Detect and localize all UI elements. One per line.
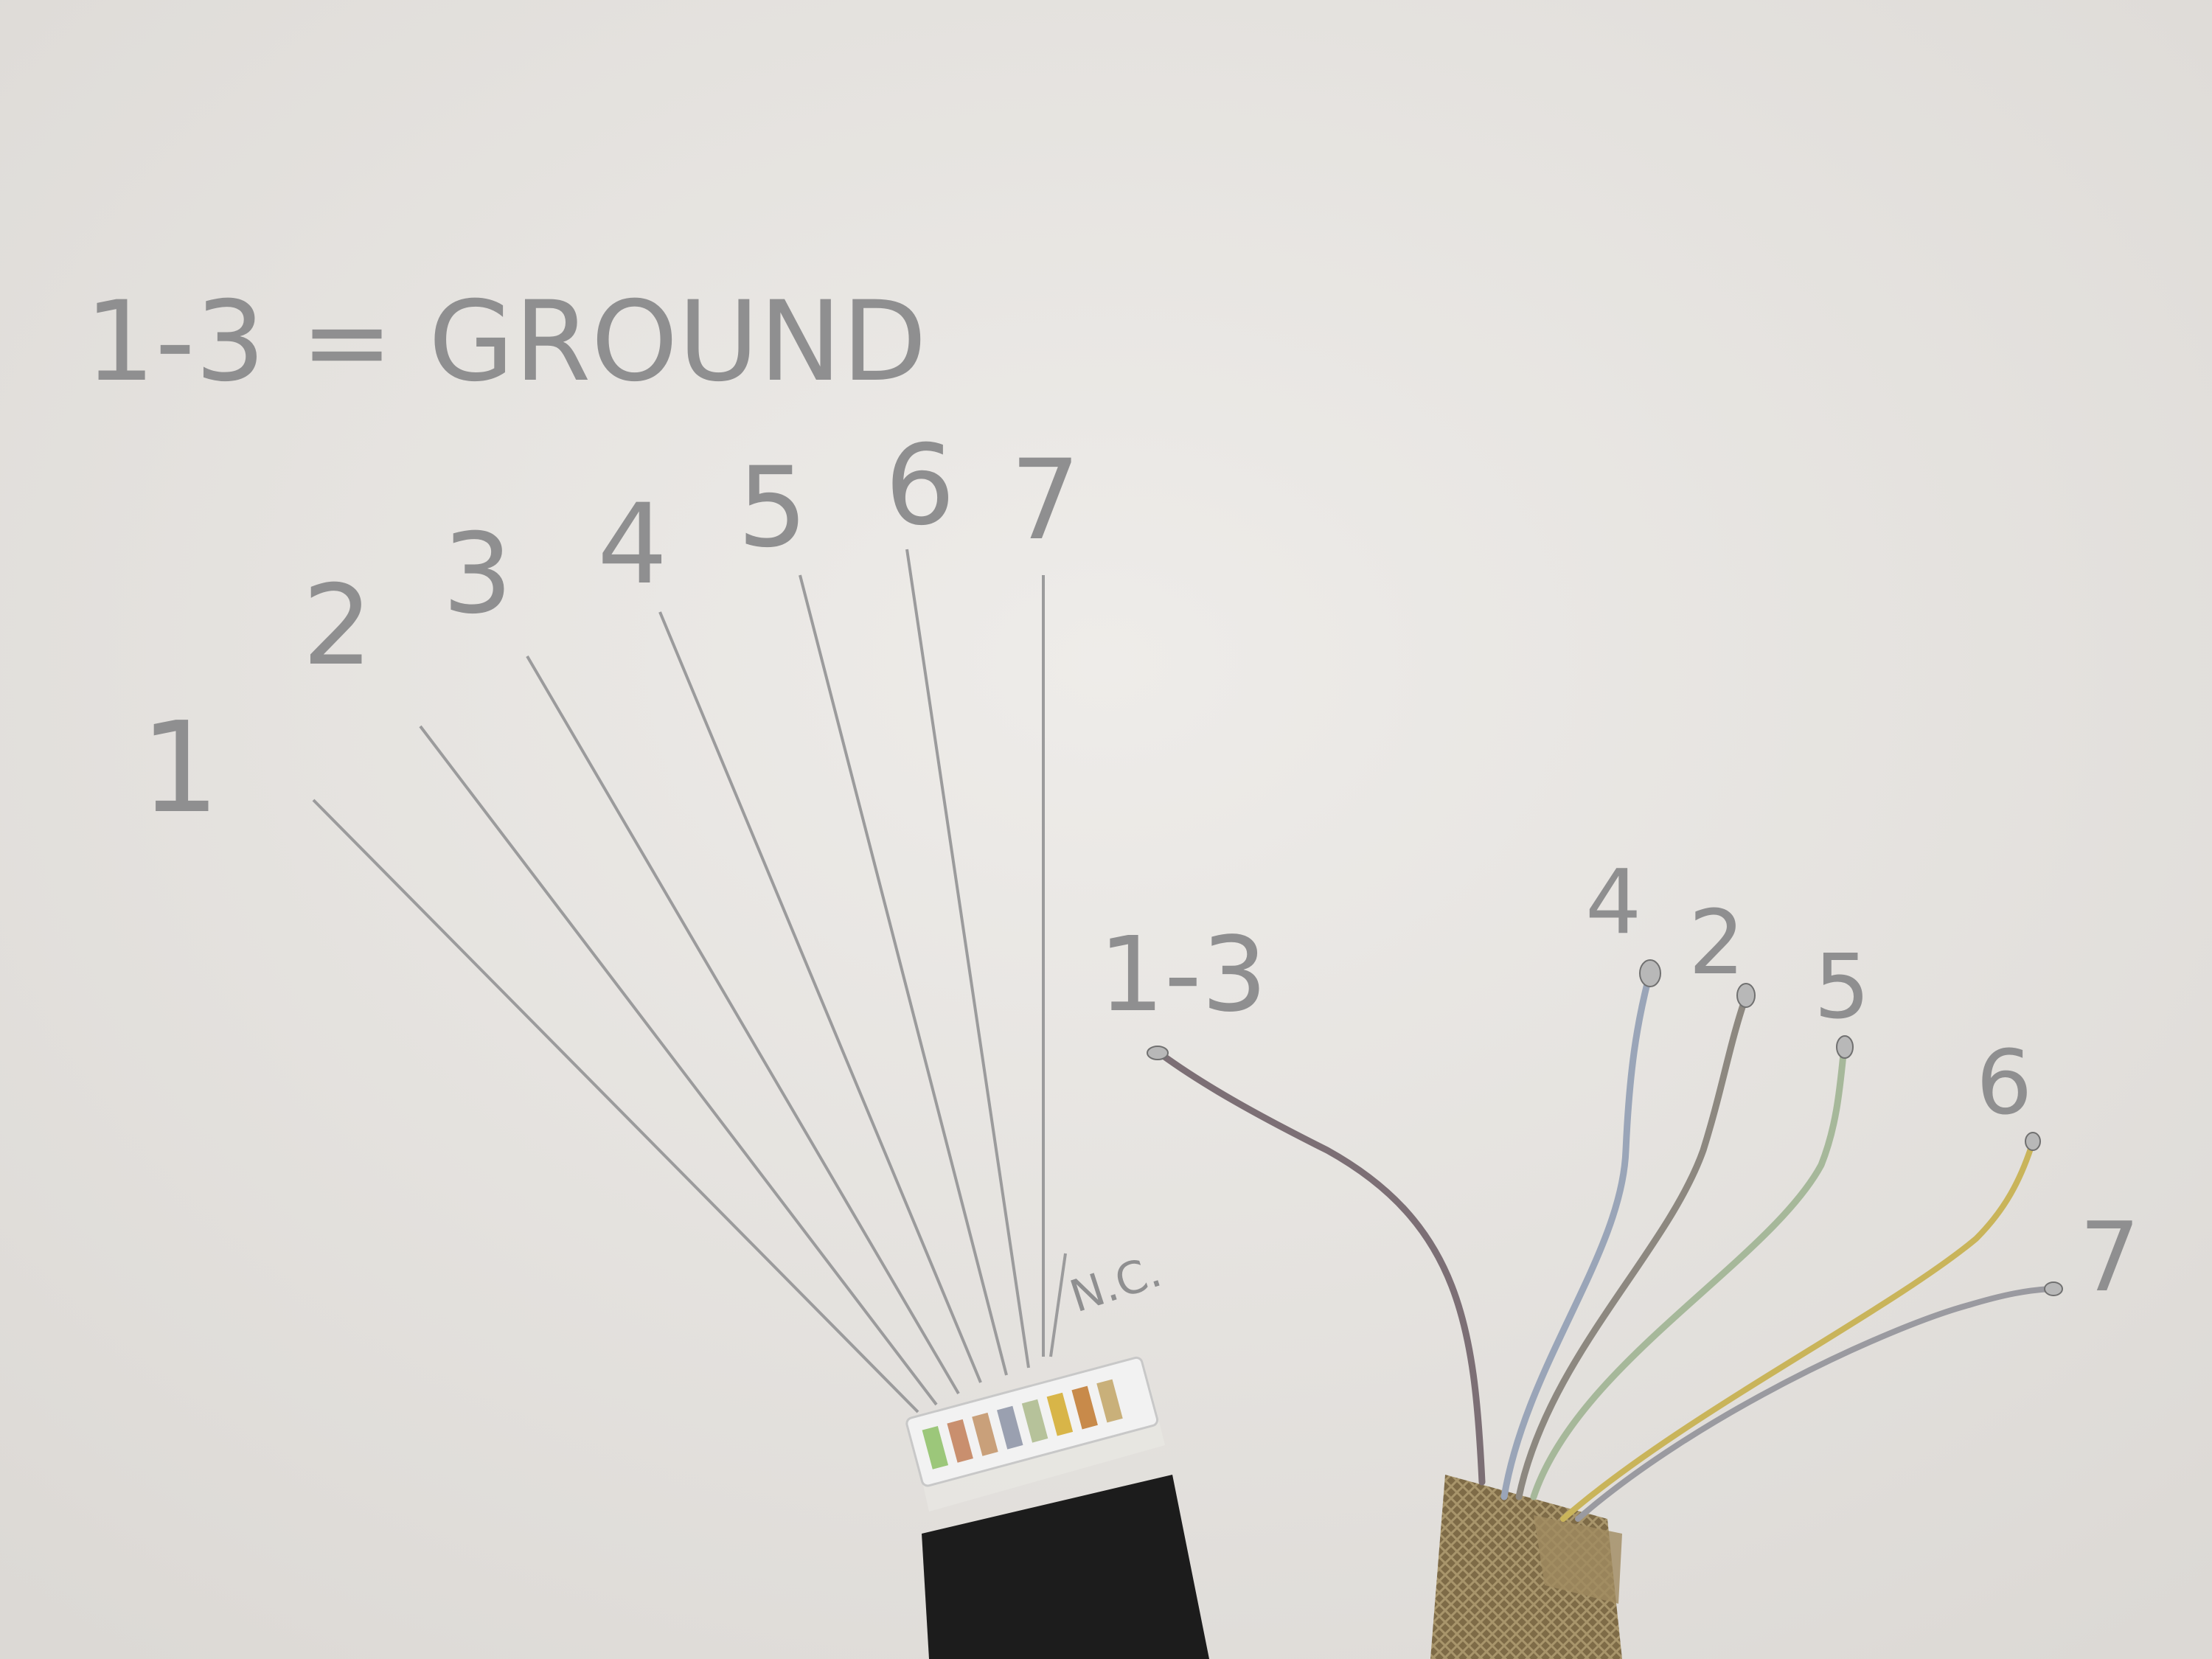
pencil-pin-lines xyxy=(312,549,1067,1413)
pencil-line-2 xyxy=(419,725,938,1406)
wires xyxy=(1158,977,2053,1522)
wire-labels: 1-3 4 2 5 6 7 xyxy=(1099,852,2140,1313)
wire-4 xyxy=(1500,977,1652,1500)
pencil-line-5 xyxy=(799,574,1008,1376)
pin-label-5: 5 xyxy=(737,444,807,572)
wire-label-6: 6 xyxy=(1976,1032,2032,1135)
connector-contact-1 xyxy=(922,1425,949,1470)
wire-label-ground: 1-3 xyxy=(1099,915,1267,1035)
wire-5 xyxy=(1530,1051,1847,1500)
shielded-cable-assembly xyxy=(1430,1475,1622,1659)
solder-tip-7 xyxy=(2044,1281,2063,1296)
pin-number-labels: 1 2 3 4 5 6 7 xyxy=(140,422,1080,841)
wire-ground xyxy=(1158,1051,1486,1486)
legend-text: 1-3 = GROUND xyxy=(85,278,927,406)
shield-fold xyxy=(1534,1515,1622,1604)
wire-2 xyxy=(1515,999,1747,1500)
pencil-line-3 xyxy=(526,655,960,1395)
solder-tip-2 xyxy=(1736,983,1756,1008)
connector-contact-5 xyxy=(1021,1399,1048,1443)
solder-tip-5 xyxy=(1836,1035,1854,1059)
pencil-line-1 xyxy=(312,799,919,1413)
wire-label-7: 7 xyxy=(2079,1201,2140,1313)
connector-contact-4 xyxy=(997,1405,1023,1450)
pin-label-3: 3 xyxy=(442,510,512,639)
solder-tip-6 xyxy=(2025,1132,2041,1151)
pencil-line-nc xyxy=(1049,1253,1067,1357)
connector-contact-2 xyxy=(947,1419,973,1463)
pin-label-2: 2 xyxy=(302,562,372,690)
black-tape xyxy=(922,1475,1209,1659)
fpc-connector xyxy=(905,1356,1159,1487)
wire-label-5: 5 xyxy=(1814,936,1870,1039)
wire-7 xyxy=(1575,1286,2053,1522)
pin-label-7: 7 xyxy=(1010,437,1080,565)
pencil-line-6 xyxy=(905,549,1030,1368)
solder-tip-ground xyxy=(1147,1046,1169,1060)
wire-6 xyxy=(1560,1144,2034,1522)
pin-label-6: 6 xyxy=(885,422,955,550)
solder-tips xyxy=(1147,959,2063,1296)
pin-label-4: 4 xyxy=(597,481,667,609)
connector-contact-3 xyxy=(972,1412,998,1456)
solder-tip-4 xyxy=(1639,959,1661,987)
connector-contact-8 xyxy=(1096,1379,1123,1423)
braided-shield xyxy=(1430,1475,1622,1659)
pin-label-1: 1 xyxy=(140,695,220,841)
connector-contact-7 xyxy=(1071,1385,1098,1430)
pencil-line-4 xyxy=(658,611,982,1383)
wire-label-2: 2 xyxy=(1688,892,1745,995)
flat-cable-assembly xyxy=(905,1356,1209,1659)
connector-contact-6 xyxy=(1046,1392,1074,1436)
wire-label-4: 4 xyxy=(1585,852,1641,954)
